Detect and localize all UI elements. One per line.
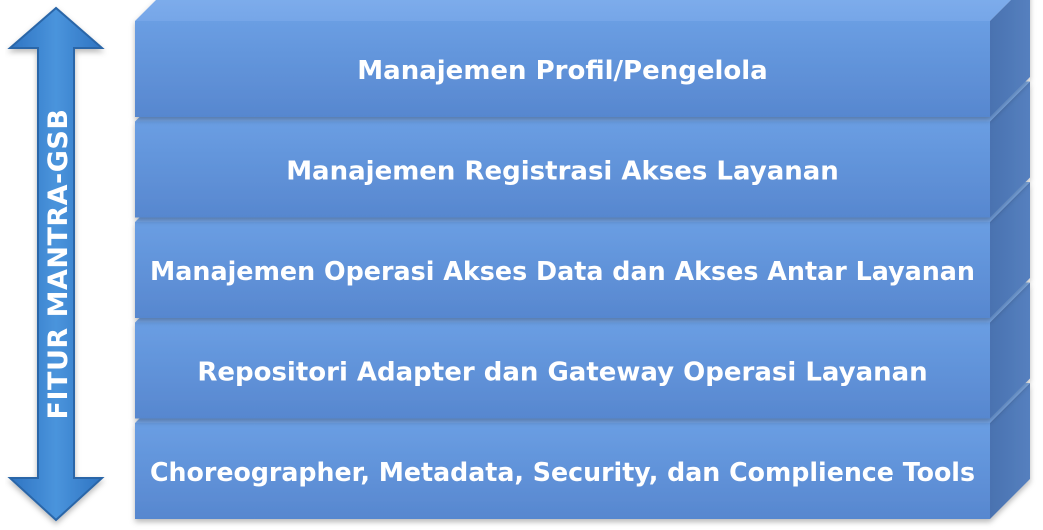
layer-side-face [990,81,1030,218]
layer-front-face [135,121,990,218]
layer-top-face [135,0,1011,21]
layer-front-face [135,21,990,117]
layer-label: Manajemen Registrasi Akses Layanan [286,157,839,187]
layer-side-face [990,182,1030,318]
layer-front-face [135,322,990,419]
layer-stack: Choreographer, Metadata, Security, dan C… [135,0,1030,519]
layer-label: Repositori Adapter dan Gateway Operasi L… [197,358,927,388]
layer-front-face [135,423,990,519]
layer-label: Choreographer, Metadata, Security, dan C… [150,458,975,488]
layer-label: Manajemen Operasi Akses Data dan Akses A… [150,257,975,287]
arrow-label: FITUR MANTRA-GSB [43,109,74,420]
layer-side-face [990,0,1030,117]
layer-front-face [135,222,990,318]
layer-side-face [990,383,1030,519]
layer-label: Manajemen Profil/Pengelola [357,56,767,86]
layer-1: Manajemen Profil/Pengelola [135,0,1030,117]
double-arrow-icon [7,6,105,522]
layer-side-face [990,282,1030,419]
